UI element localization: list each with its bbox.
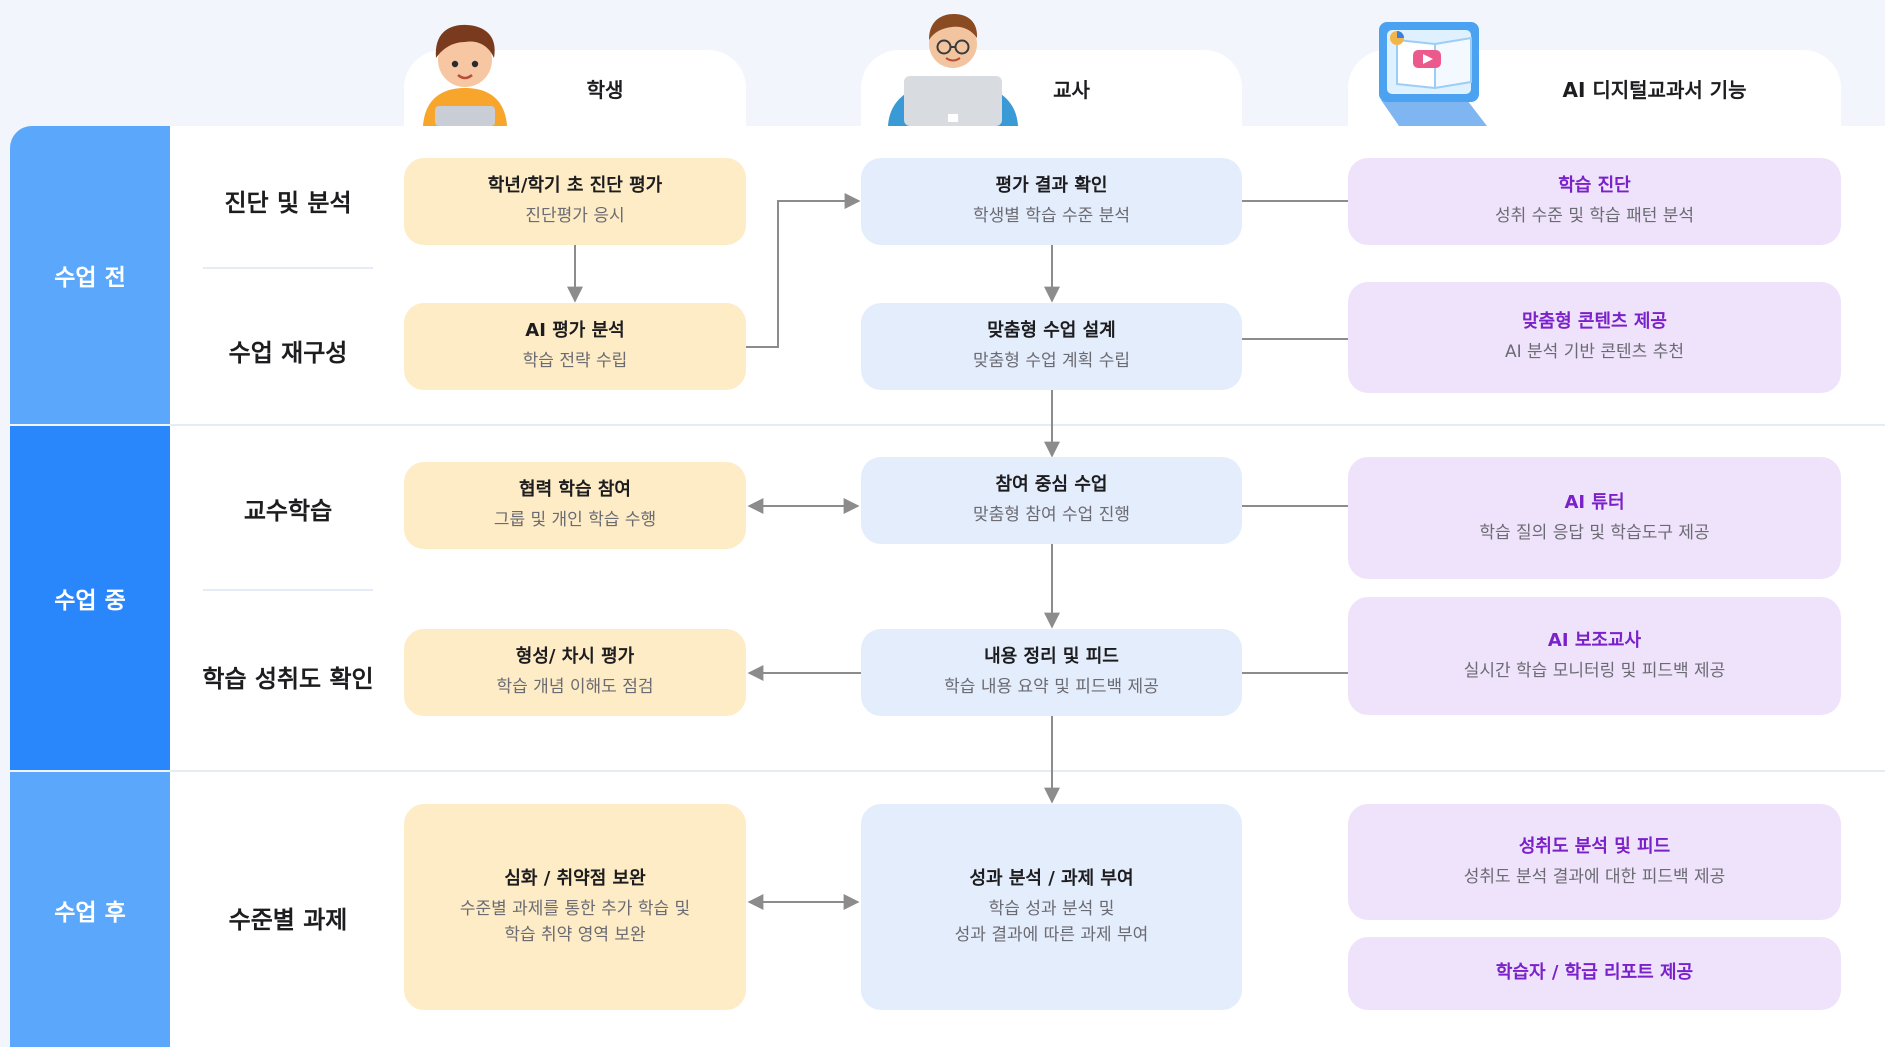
stage-label-teaching: 교수학습 xyxy=(243,497,333,525)
card-title: 맞춤형 콘텐츠 제공 xyxy=(1521,311,1667,333)
card-title: 학습자 / 학급 리포트 제공 xyxy=(1495,962,1694,984)
phase-during-class: 수업 중 xyxy=(10,426,170,770)
card-desc: 수준별 과제를 통한 추가 학습 및 학습 취약 영역 보완 xyxy=(460,897,690,948)
ai-card-learning-diagnosis: 학습 진단 성취 수준 및 학습 패턴 분석 xyxy=(1348,158,1841,245)
card-desc: 맞춤형 수업 계획 수립 xyxy=(973,351,1130,372)
card-title: AI 튜터 xyxy=(1564,491,1625,513)
digital-textbook-laptop-icon xyxy=(1379,22,1487,126)
card-desc-line: 성과 결과에 따른 과제 부여 xyxy=(954,924,1149,945)
student-card-diagnostic-test: 학년/학기 초 진단 평가 진단평가 응시 xyxy=(404,158,746,245)
card-title: 협력 학습 참여 xyxy=(519,479,631,501)
ai-card-report: 학습자 / 학급 리포트 제공 xyxy=(1348,937,1841,1010)
card-title: AI 보조교사 xyxy=(1547,629,1642,651)
card-desc-line: 학습 성과 분석 및 xyxy=(988,899,1115,920)
phase-before-label: 수업 전 xyxy=(54,265,126,291)
student-card-formative-assessment: 형성/ 차시 평가 학습 개념 이해도 점검 xyxy=(404,629,746,716)
stage-label-diagnosis: 진단 및 분석 xyxy=(224,189,352,217)
teacher-card-participatory-class: 참여 중심 수업 맞춤형 참여 수업 진행 xyxy=(861,457,1242,544)
card-title: AI 평가 분석 xyxy=(525,320,625,342)
card-title: 평가 결과 확인 xyxy=(995,175,1108,197)
column-header-student-label: 학생 xyxy=(586,77,624,102)
ai-card-achievement-feedback: 성취도 분석 및 피드 성취도 분석 결과에 대한 피드백 제공 xyxy=(1348,804,1841,920)
card-desc: 학습 전략 수립 xyxy=(522,351,628,372)
card-title: 성취도 분석 및 피드 xyxy=(1518,835,1671,857)
teacher-avatar-icon xyxy=(888,14,1018,126)
card-desc: 학습 질의 응답 및 학습도구 제공 xyxy=(1479,522,1710,543)
card-desc: 실시간 학습 모니터링 및 피드백 제공 xyxy=(1463,660,1726,681)
card-desc: 학습 개념 이해도 점검 xyxy=(496,677,654,698)
student-card-remediation: 심화 / 취약점 보완 수준별 과제를 통한 추가 학습 및 학습 취약 영역 … xyxy=(404,804,746,1010)
teacher-card-performance-analysis: 성과 분석 / 과제 부여 학습 성과 분석 및 성과 결과에 따른 과제 부여 xyxy=(861,804,1242,1010)
stage-label-achievement: 학습 성취도 확인 xyxy=(202,665,374,693)
phase-divider xyxy=(170,424,1885,426)
ai-card-ai-assistant-teacher: AI 보조교사 실시간 학습 모니터링 및 피드백 제공 xyxy=(1348,597,1841,715)
column-header-teacher-label: 교사 xyxy=(1053,77,1090,102)
card-title: 학년/학기 초 진단 평가 xyxy=(487,175,663,197)
card-desc: 그룹 및 개인 학습 수행 xyxy=(493,510,657,531)
phase-during-label: 수업 중 xyxy=(54,588,126,614)
ai-card-ai-tutor: AI 튜터 학습 질의 응답 및 학습도구 제공 xyxy=(1348,457,1841,579)
stage-divider xyxy=(203,267,373,269)
card-desc: 진단평가 응시 xyxy=(525,206,625,227)
card-title: 성과 분석 / 과제 부여 xyxy=(969,867,1134,889)
student-avatar-icon xyxy=(423,24,507,126)
card-desc: 학생별 학습 수준 분석 xyxy=(973,206,1130,227)
card-desc: 학습 내용 요약 및 피드백 제공 xyxy=(944,677,1159,698)
phase-after-class: 수업 후 xyxy=(10,772,170,1047)
teacher-card-check-results: 평가 결과 확인 학생별 학습 수준 분석 xyxy=(861,158,1242,245)
student-card-collaborative-learning: 협력 학습 참여 그룹 및 개인 학습 수행 xyxy=(404,462,746,549)
card-title: 학습 진단 xyxy=(1558,175,1631,197)
card-desc-line: 수준별 과제를 통한 추가 학습 및 xyxy=(459,899,691,920)
stage-label-restructure: 수업 재구성 xyxy=(228,339,348,367)
student-card-ai-analysis: AI 평가 분석 학습 전략 수립 xyxy=(404,303,746,390)
card-desc: 성취 수준 및 학습 패턴 분석 xyxy=(1494,206,1695,227)
card-desc: AI 분석 기반 콘텐츠 추천 xyxy=(1504,342,1685,363)
card-desc: 학습 성과 분석 및 성과 결과에 따른 과제 부여 xyxy=(955,897,1149,948)
card-desc: 성취도 분석 결과에 대한 피드백 제공 xyxy=(1463,866,1726,887)
phase-before-class: 수업 전 xyxy=(10,126,170,424)
phase-after-label: 수업 후 xyxy=(54,899,126,926)
stage-divider xyxy=(203,589,373,591)
phase-divider xyxy=(170,770,1885,772)
stage-label-leveled: 수준별 과제 xyxy=(228,906,348,934)
teacher-card-summary-feedback: 내용 정리 및 피드 학습 내용 요약 및 피드백 제공 xyxy=(861,629,1242,716)
card-desc: 맞춤형 참여 수업 진행 xyxy=(973,505,1130,526)
column-header-ai-label: AI 디지털교과서 기능 xyxy=(1562,77,1747,102)
card-title: 심화 / 취약점 보완 xyxy=(504,867,646,889)
card-title: 형성/ 차시 평가 xyxy=(515,646,635,668)
card-title: 내용 정리 및 피드 xyxy=(984,646,1119,668)
card-title: 참여 중심 수업 xyxy=(995,474,1108,496)
teacher-card-lesson-design: 맞춤형 수업 설계 맞춤형 수업 계획 수립 xyxy=(861,303,1242,390)
ai-card-custom-content: 맞춤형 콘텐츠 제공 AI 분석 기반 콘텐츠 추천 xyxy=(1348,282,1841,393)
card-desc-line: 학습 취약 영역 보완 xyxy=(504,924,646,945)
card-title: 맞춤형 수업 설계 xyxy=(987,320,1116,342)
